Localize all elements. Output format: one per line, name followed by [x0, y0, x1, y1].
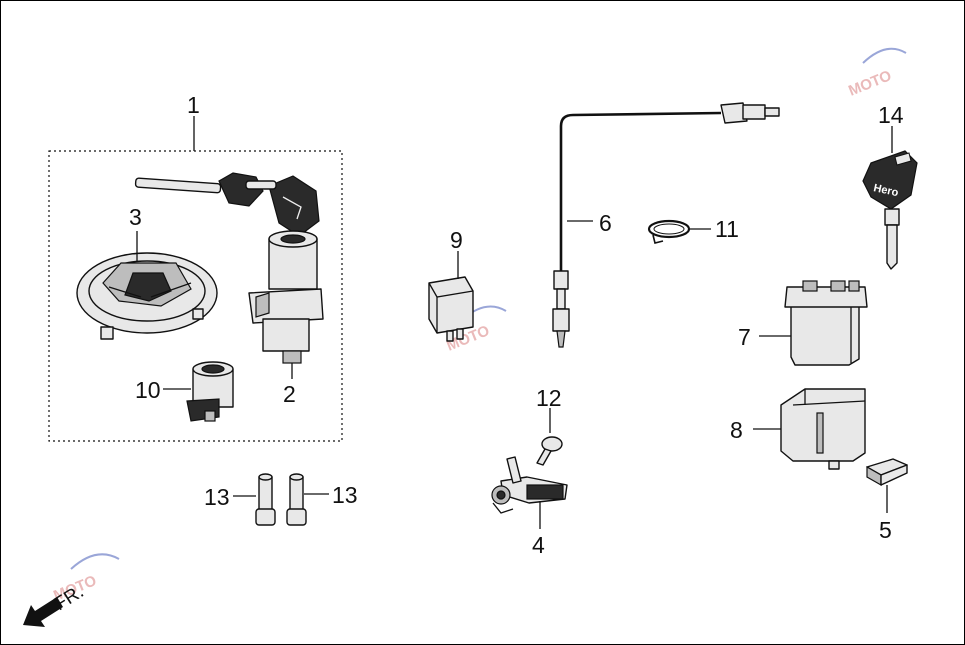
callout-8: 8 — [730, 417, 743, 443]
callout-11: 11 — [715, 216, 739, 242]
callout-5: 5 — [879, 517, 892, 543]
key-brand-text: Hero — [872, 182, 899, 199]
callout-9: 9 — [450, 227, 463, 253]
watermark-top-right: MOTO — [846, 47, 907, 100]
hose-clip — [647, 219, 691, 244]
fuel-tank-cap — [76, 252, 218, 340]
callout-14: 14 — [878, 102, 904, 128]
callout-1: 1 — [187, 92, 200, 118]
relay — [428, 276, 474, 342]
bracket-sensor — [491, 456, 568, 514]
ignition-switch — [248, 230, 324, 364]
svg-text:MOTO: MOTO — [846, 67, 894, 100]
callout-13b: 13 — [332, 482, 358, 508]
bolt-left — [255, 473, 276, 526]
seat-lock — [186, 361, 234, 422]
relay-unit — [784, 280, 868, 366]
screw — [536, 436, 563, 466]
callout-13a: 13 — [204, 484, 230, 510]
callout-3: 3 — [129, 204, 142, 230]
callout-6: 6 — [599, 210, 612, 236]
ignition-keys — [134, 172, 320, 237]
bolt-right — [286, 473, 307, 526]
spare-key: Hero — [862, 150, 918, 270]
fuse-holder — [780, 388, 866, 470]
callout-7: 7 — [738, 324, 751, 350]
sensor-cable — [552, 102, 780, 348]
callout-4: 4 — [532, 532, 545, 558]
callout-10: 10 — [135, 377, 161, 403]
fuse — [866, 458, 908, 487]
part-1-group-box — [48, 150, 343, 442]
callout-12: 12 — [536, 385, 562, 411]
callout-2: 2 — [283, 381, 296, 407]
